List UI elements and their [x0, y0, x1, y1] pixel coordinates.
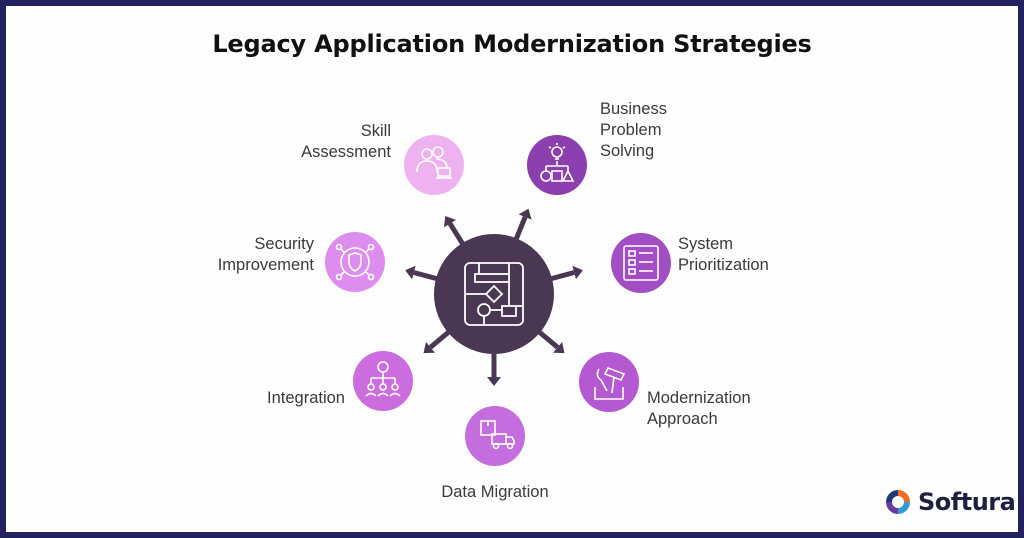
node-modernization-circle	[579, 352, 639, 412]
label-integration: Integration	[267, 389, 345, 407]
diagram-frame: Legacy Application Modernization Strateg…	[6, 6, 1018, 532]
arrow-integration	[423, 328, 453, 354]
checklist-icon	[623, 245, 659, 281]
softura-logo-icon	[886, 490, 910, 514]
page-title: Legacy Application Modernization Strateg…	[212, 30, 812, 58]
softura-logo: Softura	[884, 488, 1016, 516]
box-truck-icon	[480, 420, 515, 450]
diagram-canvas	[325, 135, 671, 466]
node-system-circle	[611, 233, 671, 293]
network-people-icon	[365, 361, 401, 397]
people-laptop-icon	[416, 146, 452, 179]
arrow-data	[487, 350, 501, 386]
hub-circle	[434, 234, 554, 354]
flowchart-icon	[464, 262, 524, 326]
lightbulb-flowchart-icon	[540, 143, 575, 182]
arrow-business	[512, 208, 532, 244]
tools-icon	[594, 366, 626, 400]
arrows	[405, 208, 583, 386]
arrow-skill	[444, 215, 467, 248]
node-skill-circle	[404, 135, 464, 195]
label-data-migration: Data Migration	[441, 483, 549, 501]
softura-logo-text: Softura	[918, 488, 1016, 516]
arrow-modernization	[535, 328, 565, 354]
node-data-circle	[465, 406, 525, 466]
arrow-system	[547, 265, 583, 282]
node-security-circle	[325, 232, 385, 292]
arrow-security	[405, 265, 441, 282]
shield-network-icon	[335, 243, 375, 281]
